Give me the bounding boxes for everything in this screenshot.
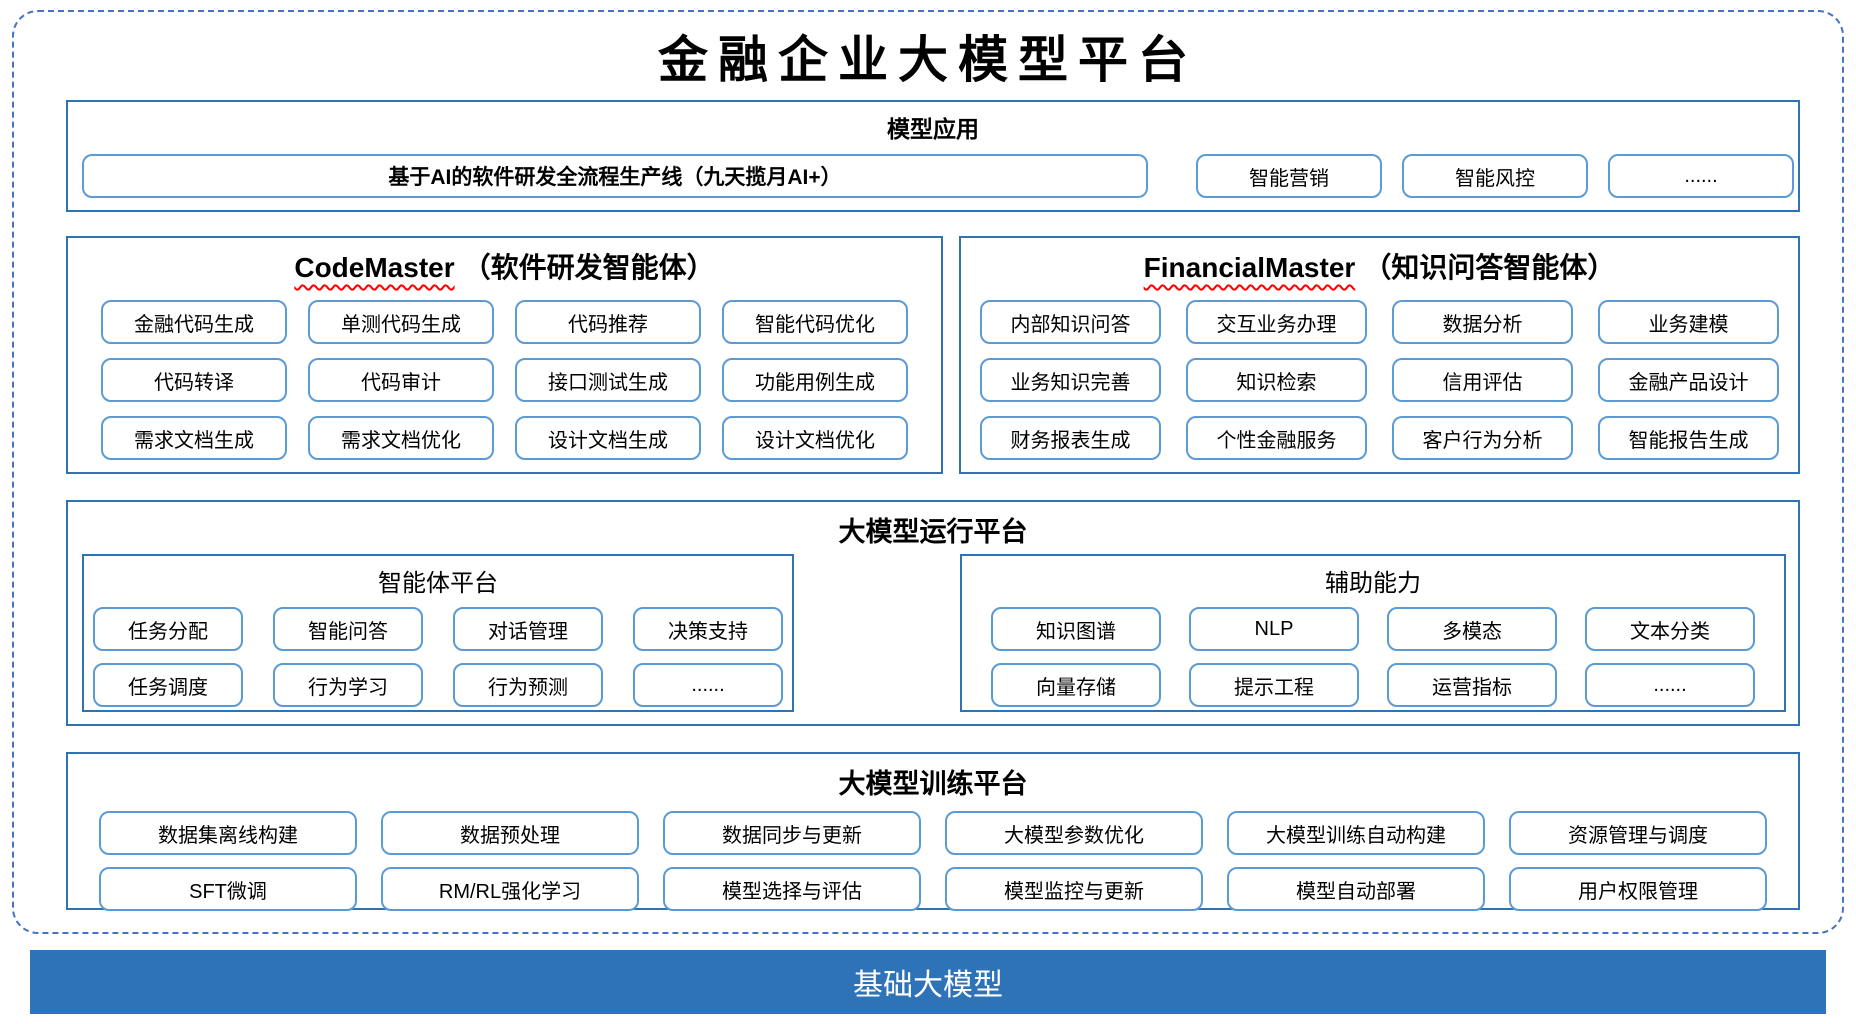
capability-chip: SFT微调	[99, 867, 357, 911]
capability-chip: 智能代码优化	[722, 300, 908, 344]
capability-chip: 需求文档生成	[101, 416, 287, 460]
auxiliary-capability-box: 辅助能力 知识图谱 NLP 多模态文本分类向量存储提示工程运营指标......	[960, 554, 1786, 712]
capability-chip: 大模型参数优化	[945, 811, 1203, 855]
model-application-title: 模型应用	[887, 116, 979, 142]
capability-chip: 文本分类	[1585, 607, 1755, 651]
application-chip: 智能风控	[1402, 154, 1588, 198]
capability-chip: ......	[633, 663, 783, 707]
training-capabilities: 数据集离线构建数据预处理数据同步与更新大模型参数优化大模型训练自动构建资源管理与…	[68, 811, 1798, 911]
capability-chip: 代码转译	[101, 358, 287, 402]
agent-platform-title: 智能体平台	[378, 570, 498, 597]
application-chip-row: 智能营销智能风控......	[1196, 154, 1794, 198]
base-model-bar-label: 基础大模型	[853, 969, 1003, 1002]
capability-chip: 用户权限管理	[1509, 867, 1767, 911]
capability-chip: 业务知识完善	[980, 358, 1161, 402]
capability-chip: 金融代码生成	[101, 300, 287, 344]
capability-chip: 任务调度	[93, 663, 243, 707]
pipeline-chip: 基于AI的软件研发全流程生产线（九天揽月AI+）	[82, 154, 1148, 198]
capability-chip: 大模型训练自动构建	[1227, 811, 1485, 855]
financial-master-header: FinancialMaster（知识问答智能体）	[961, 238, 1798, 286]
training-platform-title: 大模型训练平台	[838, 769, 1028, 799]
capability-chip: 金融产品设计	[1598, 358, 1779, 402]
capability-chip: 多模态	[1387, 607, 1557, 651]
section-training-platform: 大模型训练平台 数据集离线构建数据预处理数据同步与更新大模型参数优化大模型训练自…	[66, 752, 1800, 911]
code-master-capabilities: 金融代码生成单测代码生成代码推荐智能代码优化代码转译代码审计接口测试生成功能用例…	[68, 300, 941, 460]
capability-chip: 行为预测	[453, 663, 603, 707]
capability-chip: 模型自动部署	[1227, 867, 1485, 911]
section-runtime-platform: 大模型运行平台 智能体平台 任务分配智能问答对话管理决策支持任务调度行为学习行为…	[66, 500, 1800, 726]
capability-chip: 需求文档优化	[308, 416, 494, 460]
capability-chip: 个性金融服务	[1186, 416, 1367, 460]
capability-chip: 提示工程	[1189, 663, 1359, 707]
capability-chip: 单测代码生成	[308, 300, 494, 344]
capability-chip: 智能报告生成	[1598, 416, 1779, 460]
capability-chip: 知识图谱	[991, 607, 1161, 651]
agent-platform-capabilities: 任务分配智能问答对话管理决策支持任务调度行为学习行为预测......	[84, 607, 792, 707]
capability-chip: 模型监控与更新	[945, 867, 1203, 911]
capability-chip: 数据分析	[1392, 300, 1573, 344]
capability-chip: 数据预处理	[381, 811, 639, 855]
capability-chip: RM/RL强化学习	[381, 867, 639, 911]
capability-chip: 数据集离线构建	[99, 811, 357, 855]
capability-chip: 模型选择与评估	[663, 867, 921, 911]
capability-chip: 功能用例生成	[722, 358, 908, 402]
auxiliary-capability-title: 辅助能力	[1325, 570, 1421, 597]
capability-chip: 运营指标	[1387, 663, 1557, 707]
section-model-application: 模型应用 基于AI的软件研发全流程生产线（九天揽月AI+） 智能营销智能风控..…	[66, 100, 1800, 212]
financial-master-name: FinancialMaster	[1143, 252, 1356, 283]
capability-chip: 业务建模	[1598, 300, 1779, 344]
platform-dashed-frame	[12, 10, 1844, 934]
capability-chip: 向量存储	[991, 663, 1161, 707]
capability-chip: 内部知识问答	[980, 300, 1161, 344]
capability-chip: 数据同步与更新	[663, 811, 921, 855]
capability-chip: 设计文档生成	[515, 416, 701, 460]
capability-chip: 任务分配	[93, 607, 243, 651]
capability-chip: 客户行为分析	[1392, 416, 1573, 460]
capability-chip: 交互业务办理	[1186, 300, 1367, 344]
capability-chip: ......	[1585, 663, 1755, 707]
financial-master-capabilities: 内部知识问答交互业务办理数据分析业务建模业务知识完善知识检索信用评估金融产品设计…	[961, 300, 1798, 460]
capability-chip: 信用评估	[1392, 358, 1573, 402]
capability-chip: 接口测试生成	[515, 358, 701, 402]
capability-chip: 财务报表生成	[980, 416, 1161, 460]
code-master-header: CodeMaster（软件研发智能体）	[68, 238, 941, 286]
agent-platform-box: 智能体平台 任务分配智能问答对话管理决策支持任务调度行为学习行为预测......	[82, 554, 794, 712]
capability-chip: 资源管理与调度	[1509, 811, 1767, 855]
base-model-bar: 基础大模型	[30, 950, 1826, 1014]
section-financial-master: FinancialMaster（知识问答智能体） 内部知识问答交互业务办理数据分…	[959, 236, 1800, 474]
capability-chip: 对话管理	[453, 607, 603, 651]
code-master-subtitle: （软件研发智能体）	[462, 252, 715, 283]
capability-chip: 决策支持	[633, 607, 783, 651]
application-chip: 智能营销	[1196, 154, 1382, 198]
capability-chip: 代码推荐	[515, 300, 701, 344]
capability-chip: 行为学习	[273, 663, 423, 707]
auxiliary-capabilities: 知识图谱 NLP 多模态文本分类向量存储提示工程运营指标......	[962, 607, 1784, 707]
runtime-platform-title: 大模型运行平台	[838, 517, 1028, 547]
page-title: 金融企业大模型平台	[658, 32, 1198, 88]
capability-chip: 代码审计	[308, 358, 494, 402]
financial-master-subtitle: （知识问答智能体）	[1363, 252, 1616, 283]
code-master-name: CodeMaster	[294, 252, 455, 283]
section-code-master: CodeMaster（软件研发智能体） 金融代码生成单测代码生成代码推荐智能代码…	[66, 236, 943, 474]
capability-chip: 知识检索	[1186, 358, 1367, 402]
capability-chip: 智能问答	[273, 607, 423, 651]
capability-chip: NLP	[1189, 607, 1359, 651]
capability-chip: 设计文档优化	[722, 416, 908, 460]
application-chip: ......	[1608, 154, 1794, 198]
